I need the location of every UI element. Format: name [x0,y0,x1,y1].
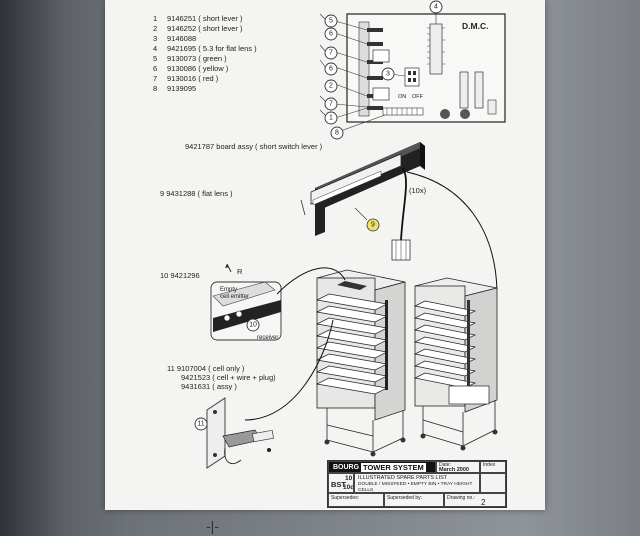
doc-description: DOUBLE / MISSFEED • EMPTY BIN • TRAY HEI… [358,482,473,493]
blank-cell [480,473,506,493]
callout-6 [324,27,338,41]
index-label: Index [483,462,496,468]
date-value: March 2000 [439,467,469,473]
brand-left: BOURG [333,464,360,471]
code-prefix: BST [331,480,346,489]
drawing-no-label: Drawing no.: [447,495,476,501]
callout-label: 5 [329,18,333,25]
code-top: 10 [345,475,353,482]
callout-4 [429,0,443,14]
index-cell: Index [480,461,506,473]
callout-label: 3 [386,71,390,78]
cell-emitter-detail: 10 [210,263,346,341]
callout-label: 1 [329,115,333,122]
callout-7 [324,46,338,60]
date-cell: Date: March 2000 [436,461,480,473]
board-callouts: 5 6 7 6 2 7 8 1 3 4 [324,0,443,140]
callout-label: 9 [371,222,375,229]
supersedes-cell: Supersedes: [328,493,384,507]
cell-bracket-detail: 11 [194,319,334,469]
item-11-line-2: 9421523 ( cell + wire + plug) [181,373,276,382]
callout-label: 11 [197,421,204,428]
board-label: D.M.C. [462,21,489,31]
callout-1 [324,111,338,125]
brand-cell: BOURG TOWER SYSTEM [328,461,436,473]
crosshair-cursor-icon: -|- [206,518,219,534]
cable-quantity-label: (10x) [409,186,427,195]
brand-right: TOWER SYSTEM [361,463,426,472]
dmc-board [319,12,506,134]
callout-label: 6 [329,66,333,73]
callout-8 [330,126,344,140]
switch-on-label: ON [398,94,407,100]
callout-label: 7 [329,50,333,57]
callout-label: 6 [329,31,333,38]
callout-label: 8 [335,130,339,137]
drawing-no-value: 2 [481,498,486,507]
board-assy-caption: 9421787 board assy ( short switch lever … [185,142,323,151]
supersedes-label: Supersedes: [331,495,360,501]
callout-label: 2 [329,83,333,90]
date-label: Date: [439,462,451,468]
callout-label: 4 [434,4,438,11]
code-cell: BST 10 10d [328,473,354,493]
title-block: BOURG TOWER SYSTEM Date: March 2000 Inde… [327,460,507,508]
callout-label: 10 [249,322,257,329]
drawing-no-cell: Drawing no.: 2 [444,493,506,507]
callout-10 [246,318,260,332]
item-11-line-3: 9431631 ( assy ) [181,382,237,391]
doc-title: ILLUSTRATED SPARE PARTS LIST [358,475,448,481]
callout-3 [381,67,395,81]
superseded-by-label: Superseded by: [387,495,423,501]
callout-label: 7 [329,101,333,108]
superseded-by-cell: Superseded by: [384,493,444,507]
callout-7 [324,97,338,111]
item-11-line-1: 11 9107004 ( cell only ) [167,364,245,373]
code-bottom: 10d [343,484,354,491]
callout-9 [366,218,380,232]
left-tower [315,269,406,457]
switch-off-label: OFF [412,94,423,100]
right-tower [413,277,498,451]
item-10-label: 10 9421296 [160,271,200,280]
callout-11 [194,417,208,431]
spare-parts-drawing: 5 6 7 6 2 7 8 1 3 4 [194,0,506,469]
empty-cell-emitter-label: Empty cell emitter [220,287,250,300]
callout-6 [324,62,338,76]
callout-5 [324,14,338,28]
callout-2 [324,79,338,93]
item-9-label: 9 9431288 ( flat lens ) [160,189,233,198]
receiver-label: receiver [257,335,279,341]
direction-r-label: R [237,267,243,276]
description-cell: ILLUSTRATED SPARE PARTS LIST DOUBLE / MI… [354,473,480,493]
sensor-bar: 9 [300,142,425,261]
